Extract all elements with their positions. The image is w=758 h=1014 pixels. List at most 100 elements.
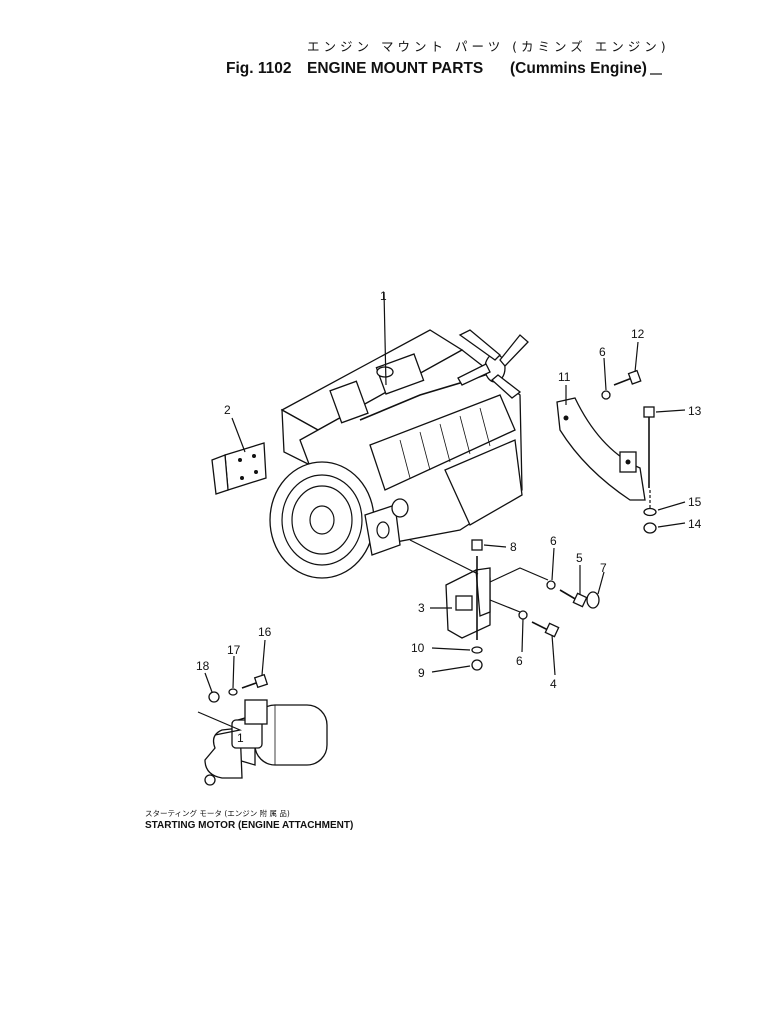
callout-10: 10 bbox=[411, 641, 425, 655]
oil-pan bbox=[444, 439, 523, 526]
bracket-right bbox=[556, 397, 646, 501]
callout-13: 13 bbox=[688, 404, 702, 418]
callout-6-upper: 6 bbox=[599, 345, 606, 359]
callout-4: 4 bbox=[550, 677, 557, 691]
leader-17 bbox=[232, 655, 235, 689]
callout-5: 5 bbox=[576, 551, 583, 565]
leader-12 bbox=[634, 341, 639, 373]
leader-9 bbox=[431, 665, 471, 673]
leader-lines bbox=[204, 291, 686, 693]
flywheel-housing bbox=[269, 461, 375, 579]
leader-6b bbox=[521, 618, 524, 653]
flywheel-hub bbox=[309, 505, 335, 535]
leader-18 bbox=[204, 672, 213, 693]
leader-10 bbox=[431, 647, 471, 651]
callout-15: 15 bbox=[688, 495, 702, 509]
breather-cap bbox=[376, 366, 394, 378]
bracket-3-side bbox=[475, 567, 491, 617]
bolt-12-head bbox=[627, 369, 642, 385]
starting-motor bbox=[197, 673, 328, 786]
flywheel-ring-mid bbox=[291, 485, 353, 555]
bracket-2-flange bbox=[211, 454, 229, 495]
bracket-2-hole-c bbox=[240, 476, 244, 480]
front-mount-bracket bbox=[409, 539, 600, 671]
washer-15 bbox=[643, 507, 657, 517]
bracket-11-body bbox=[556, 397, 646, 501]
callout-1-motor: 1 bbox=[237, 731, 244, 745]
callout-17: 17 bbox=[227, 643, 241, 657]
title-subtitle: (Cummins Engine) bbox=[510, 60, 647, 77]
title-english: ENGINE MOUNT PARTS bbox=[307, 60, 483, 77]
callout-7: 7 bbox=[600, 561, 607, 575]
washer-6-mid bbox=[546, 580, 556, 590]
engine-assembly bbox=[269, 329, 529, 579]
leader-2 bbox=[231, 417, 246, 453]
assembly-line-mount bbox=[409, 539, 479, 575]
callout-3: 3 bbox=[418, 601, 425, 615]
assembly-line-5 bbox=[489, 567, 549, 583]
rear-mount-boss bbox=[391, 498, 409, 518]
bolt-5-shank bbox=[559, 589, 578, 601]
leader-4 bbox=[551, 634, 556, 676]
title-block: エンジン マウント パーツ (カミンズ エンジン) Fig. 1102 ENGI… bbox=[226, 39, 670, 77]
bolt-16-head bbox=[253, 673, 269, 689]
intake-manifold bbox=[369, 394, 516, 491]
bolt-12-shank bbox=[613, 377, 633, 386]
leader-6a bbox=[551, 547, 555, 581]
callout-11: 11 bbox=[558, 370, 571, 384]
bracket-11-hole bbox=[563, 415, 569, 421]
bolt-4-shank bbox=[531, 621, 549, 631]
bolt-13-head bbox=[643, 406, 655, 418]
callout-6-mid: 6 bbox=[550, 534, 557, 548]
washer-10 bbox=[471, 646, 483, 654]
washer-6-lower bbox=[518, 610, 528, 620]
fig-label: Fig. 1102 bbox=[226, 60, 291, 77]
fitting-7 bbox=[586, 591, 600, 609]
flywheel-ring-outer bbox=[281, 474, 363, 566]
leader-7 bbox=[597, 571, 605, 595]
bolt-16-shank bbox=[241, 682, 257, 689]
title-japanese: エンジン マウント パーツ (カミンズ エンジン) bbox=[307, 39, 670, 54]
callout-16: 16 bbox=[258, 625, 272, 639]
manifold-ribs bbox=[399, 407, 491, 479]
washer-6-upper bbox=[601, 390, 611, 400]
bracket-11-pad-hole bbox=[625, 459, 631, 465]
washer-17 bbox=[228, 688, 238, 696]
motor-caption: スターティング モータ (エンジン 附 属 品) STARTING MOTOR … bbox=[145, 808, 353, 831]
nut-18 bbox=[208, 691, 220, 703]
callout-6-lower: 6 bbox=[516, 654, 523, 668]
callout-14: 14 bbox=[688, 517, 702, 531]
callout-18: 18 bbox=[196, 659, 210, 673]
leader-6c bbox=[603, 357, 607, 391]
leader-13 bbox=[655, 409, 686, 413]
leader-14 bbox=[657, 522, 686, 528]
bracket-2-hole-b bbox=[252, 454, 256, 458]
hardware-upper-right bbox=[601, 369, 657, 534]
nut-9 bbox=[471, 659, 483, 671]
callout-1: 1 bbox=[380, 289, 387, 303]
leader-16 bbox=[261, 639, 266, 676]
callout-2: 2 bbox=[224, 403, 231, 417]
bracket-2-hole-a bbox=[238, 458, 242, 462]
mount-pad-hole bbox=[376, 521, 390, 539]
cooling-fan bbox=[457, 329, 529, 399]
bolt-8-head bbox=[471, 539, 483, 551]
oil-filler bbox=[329, 380, 369, 424]
air-intake-box bbox=[375, 353, 425, 395]
callout-8: 8 bbox=[510, 540, 517, 554]
leader-15 bbox=[657, 501, 686, 511]
caption-english: STARTING MOTOR (ENGINE ATTACHMENT) bbox=[145, 820, 353, 831]
assembly-line-motor bbox=[197, 711, 243, 736]
bracket-3-pad bbox=[455, 595, 473, 611]
callout-labels: 1 2 3 4 5 6 6 6 7 8 9 10 11 12 13 14 15 … bbox=[196, 289, 702, 745]
leader-8 bbox=[483, 544, 507, 548]
bracket-2-hole-d bbox=[254, 470, 258, 474]
bracket-left bbox=[211, 442, 267, 495]
bolt-4-head bbox=[544, 622, 560, 638]
solenoid-terminal-block bbox=[244, 699, 268, 725]
bracket-2-plate bbox=[224, 442, 267, 491]
flywheel-mount-pad bbox=[364, 504, 401, 556]
bolt-5-head bbox=[572, 592, 588, 608]
assembly-line-4 bbox=[489, 599, 521, 613]
